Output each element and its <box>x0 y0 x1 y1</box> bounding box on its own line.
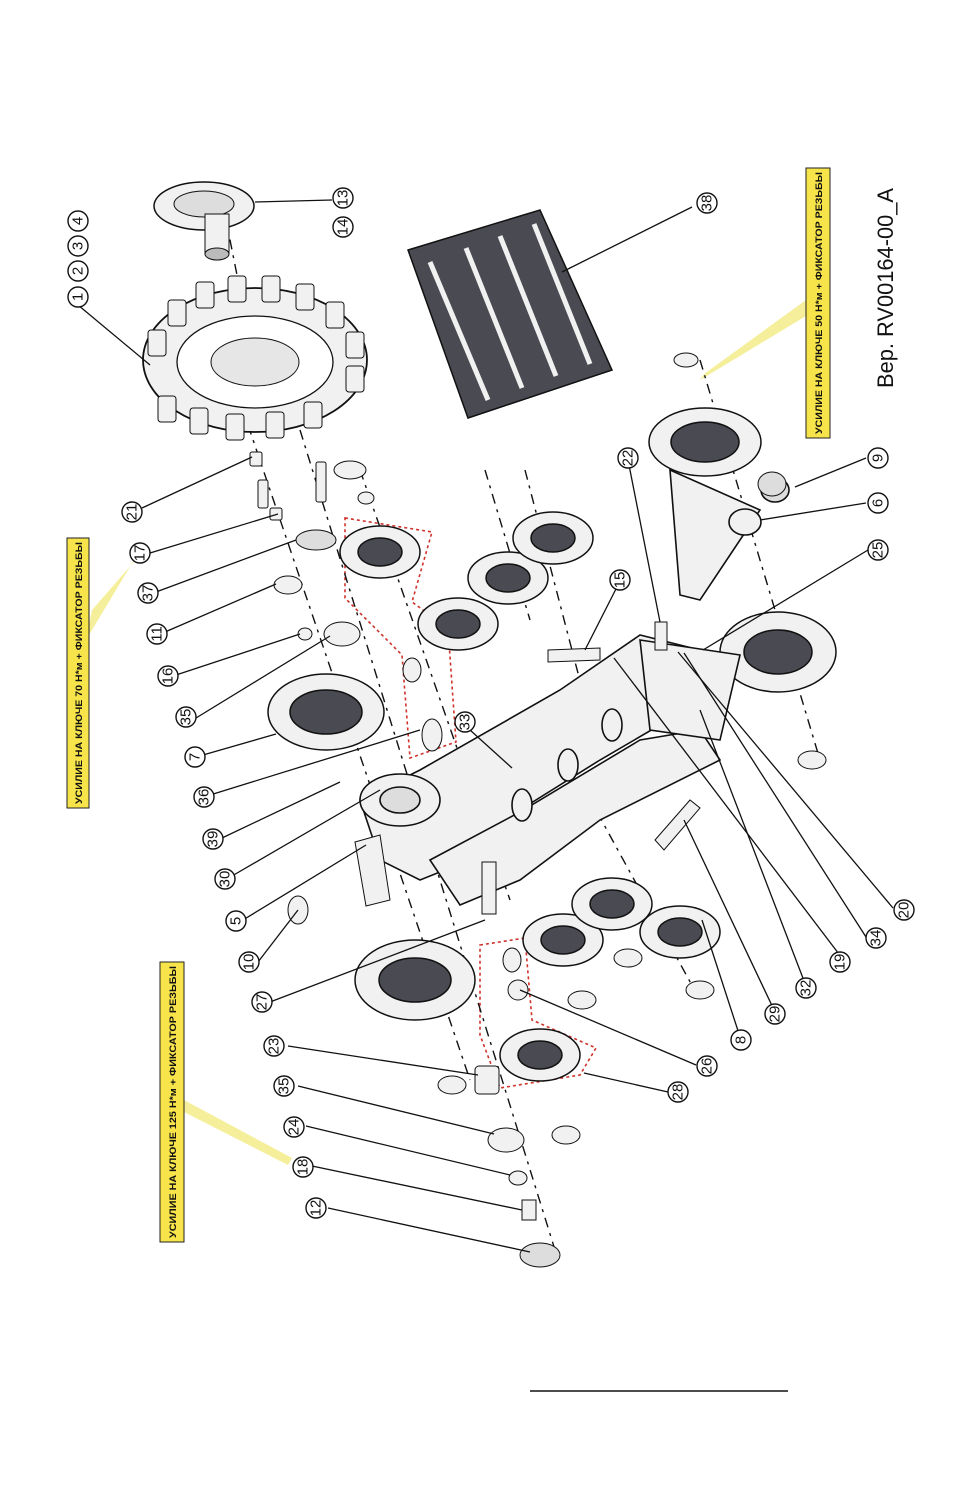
road-wheel-parts <box>267 407 837 1082</box>
drive-sprocket-part <box>142 275 368 441</box>
callout-number: 3 <box>70 242 87 250</box>
callout-number: 4 <box>70 217 87 225</box>
callout-number: 12 <box>308 1200 325 1217</box>
callout-number: 22 <box>620 450 637 467</box>
note-highlight-beam-125 <box>184 1100 292 1165</box>
callout-number: 38 <box>699 195 716 212</box>
frame-part <box>359 468 790 906</box>
callout-number: 39 <box>205 831 222 848</box>
callout-number: 25 <box>870 542 887 559</box>
callout-number: 21 <box>124 504 141 521</box>
callout-number: 20 <box>896 902 913 919</box>
callout-number: 27 <box>254 994 271 1011</box>
callout-number: 28 <box>670 1084 687 1101</box>
callout-number: 18 <box>295 1159 312 1176</box>
callout-number: 24 <box>286 1119 303 1136</box>
torque-note-50: УСИЛИЕ НА КЛЮЧЕ 50 Н*м + ФИКСАТОР РЕЗЬБЫ <box>805 167 831 439</box>
track-belt-part <box>407 209 614 419</box>
callout-number: 36 <box>196 789 213 806</box>
callout-number: 10 <box>241 954 258 971</box>
leader-lines <box>77 199 894 1253</box>
callout-number: 37 <box>140 585 157 602</box>
callout-number: 15 <box>612 572 629 589</box>
callout-number: 35 <box>178 709 195 726</box>
hub-flange-part <box>153 181 255 261</box>
note-highlight-beam-50 <box>700 300 806 380</box>
callout-bubbles <box>67 187 915 1219</box>
callout-number: 11 <box>149 626 166 642</box>
callout-number: 16 <box>160 668 177 685</box>
callout-number: 1 <box>70 293 87 301</box>
callout-labels: 1234131438211737111635736393051027233524… <box>70 190 913 1217</box>
callout-number: 26 <box>699 1058 716 1075</box>
torque-note-70: УСИЛИЕ НА КЛЮЧЕ 70 Н*м + ФИКСАТОР РЕЗЬБЫ <box>66 537 90 809</box>
callout-number: 14 <box>335 219 352 236</box>
note-highlight-beam-70 <box>86 555 140 640</box>
torque-note-50-text: УСИЛИЕ НА КЛЮЧЕ 50 Н*м + ФИКСАТОР РЕЗЬБЫ <box>814 172 825 434</box>
version-label: Вер. RV00164-00_A <box>873 188 898 388</box>
torque-note-70-text: УСИЛИЕ НА КЛЮЧЕ 70 Н*м + ФИКСАТОР РЕЗЬБЫ <box>74 542 85 804</box>
callout-number: 6 <box>870 499 887 507</box>
bolt-part <box>249 451 375 647</box>
callout-number: 33 <box>457 714 474 731</box>
callout-number: 30 <box>217 871 234 888</box>
callout-number: 7 <box>187 753 204 761</box>
assembly-outline-upper <box>344 517 457 760</box>
torque-note-125: УСИЛИЕ НА КЛЮЧЕ 125 Н*м + ФИКСАТОР РЕЗЬБ… <box>159 961 185 1243</box>
callout-number: 13 <box>335 190 352 207</box>
callout-number: 2 <box>70 267 87 275</box>
callout-number: 35 <box>276 1078 293 1095</box>
callout-number: 5 <box>228 917 245 925</box>
torque-note-125-text: УСИЛИЕ НА КЛЮЧЕ 125 Н*м + ФИКСАТОР РЕЗЬБ… <box>168 966 179 1238</box>
pin-parts <box>287 352 827 1268</box>
callout-number: 29 <box>767 1006 784 1023</box>
callout-number: 34 <box>868 930 885 947</box>
callout-number: 32 <box>798 980 815 997</box>
callout-number: 9 <box>870 454 887 462</box>
callout-number: 19 <box>832 954 849 971</box>
callout-number: 17 <box>132 545 149 562</box>
callout-number: 8 <box>733 1036 750 1044</box>
callout-number: 23 <box>266 1038 283 1055</box>
